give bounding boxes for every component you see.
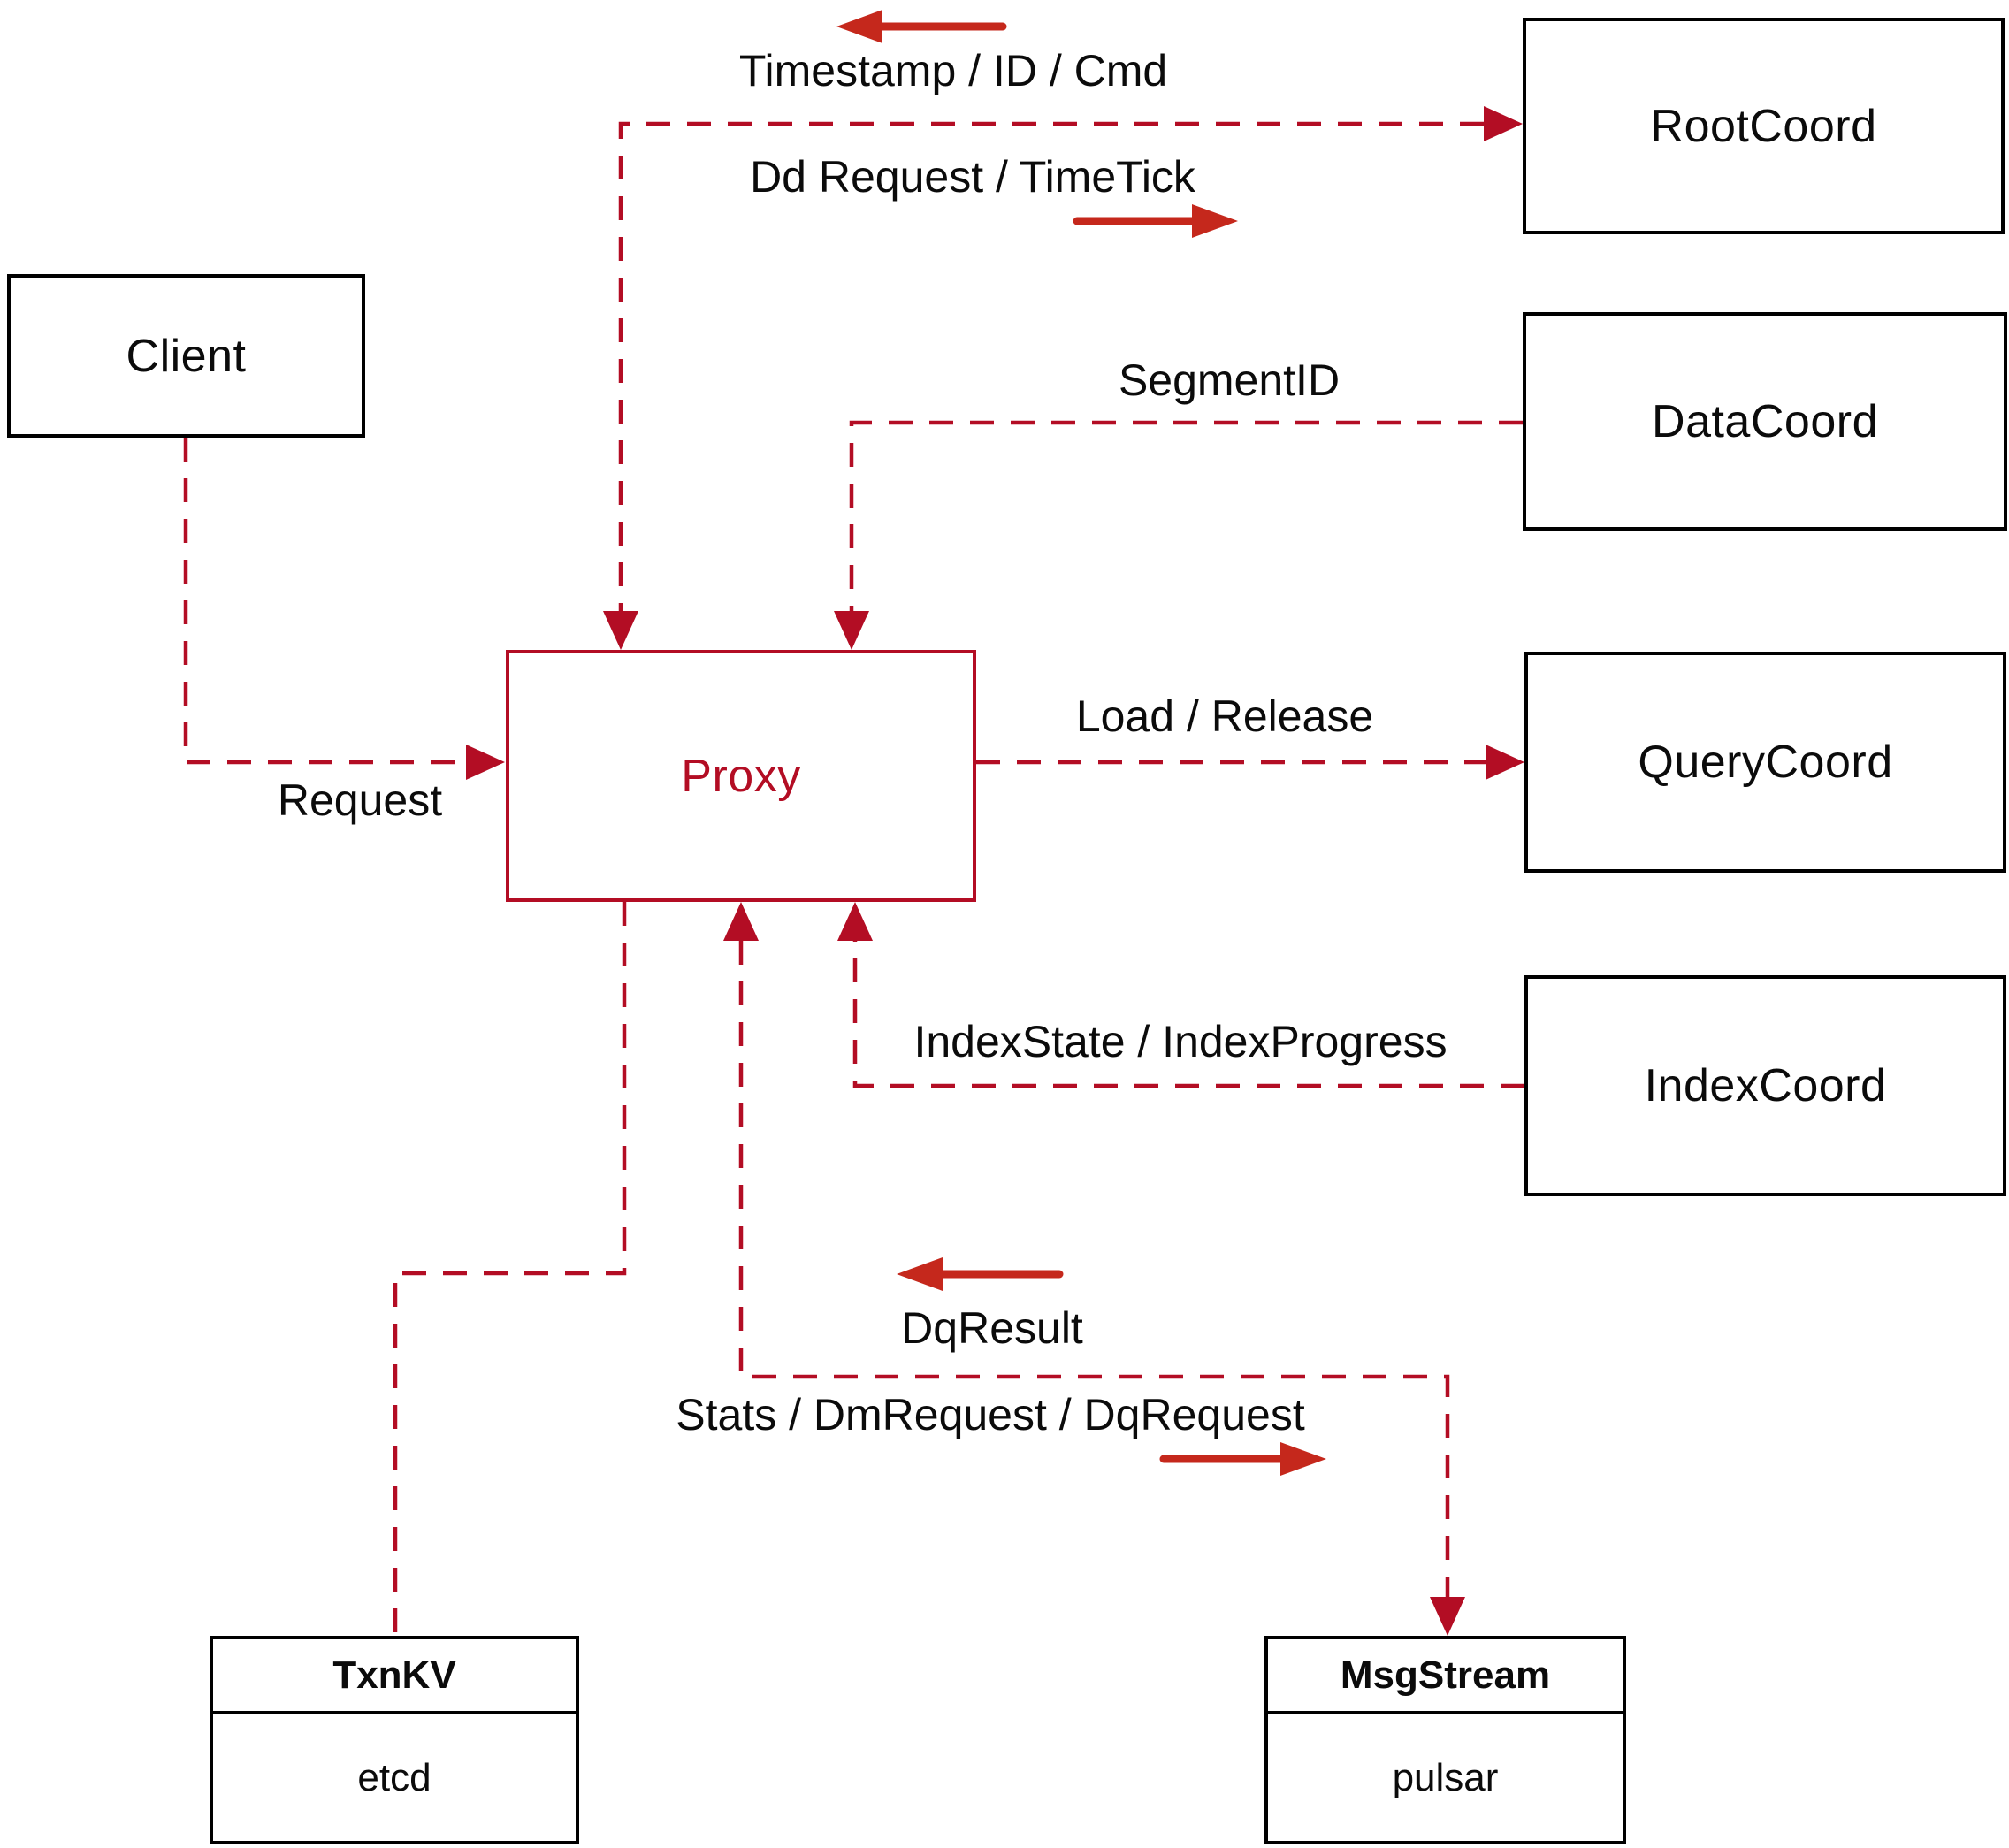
node-client-label: Client <box>126 330 247 382</box>
edge-label-load-release: Load / Release <box>1075 691 1374 741</box>
edge-proxy-to-txnkv <box>393 902 627 1636</box>
arrowhead-into-proxy-bottom-left <box>723 902 759 941</box>
direction-arrow-right-ddrequest-icon <box>1073 204 1238 238</box>
node-datacoord: DataCoord <box>1523 312 2007 531</box>
edge-indexcoord-to-proxy <box>852 941 1524 1088</box>
edge-label-timestamp-id-cmd: Timestamp / ID / Cmd <box>738 46 1168 95</box>
node-datacoord-label: DataCoord <box>1652 395 1878 447</box>
edge-label-index-state-progress: IndexState / IndexProgress <box>913 1017 1448 1066</box>
node-indexcoord: IndexCoord <box>1524 975 2006 1196</box>
node-msgstream-implementation: pulsar <box>1392 1755 1499 1799</box>
node-querycoord: QueryCoord <box>1524 652 2006 873</box>
arrowhead-into-proxy-top-left <box>603 611 638 650</box>
edge-label-dd-request-timetick: Dd Request / TimeTick <box>750 152 1195 202</box>
node-proxy: Proxy <box>506 650 976 902</box>
node-msgstream-title: MsgStream <box>1268 1639 1623 1714</box>
node-msgstream: MsgStream pulsar <box>1264 1636 1626 1844</box>
direction-arrow-left-timestamp-icon <box>836 10 1007 43</box>
edge-client-to-proxy <box>183 438 466 765</box>
arrowhead-into-querycoord <box>1486 745 1524 780</box>
direction-arrow-left-dqresult-icon <box>897 1257 1064 1291</box>
node-proxy-label: Proxy <box>681 750 801 802</box>
direction-arrow-right-stats-icon <box>1159 1442 1326 1476</box>
node-txnkv: TxnKV etcd <box>210 1636 579 1844</box>
edge-datacoord-to-proxy <box>849 420 1523 611</box>
arrowhead-into-rootcoord <box>1484 106 1523 141</box>
node-rootcoord-label: RootCoord <box>1650 100 1877 152</box>
edge-proxy-to-rootcoord <box>618 121 1484 611</box>
arrowhead-into-proxy-left <box>466 745 505 780</box>
node-txnkv-implementation: etcd <box>357 1755 432 1799</box>
edge-proxy-to-msgstream <box>738 941 1450 1597</box>
node-rootcoord: RootCoord <box>1523 18 2005 234</box>
edge-label-stats-dm-dq-request: Stats / DmRequest / DqRequest <box>676 1390 1305 1439</box>
arrowhead-into-proxy-top-right <box>834 611 869 650</box>
node-indexcoord-label: IndexCoord <box>1644 1060 1887 1111</box>
node-client: Client <box>7 274 365 438</box>
edge-label-request: Request <box>277 775 443 825</box>
node-txnkv-title: TxnKV <box>213 1639 576 1714</box>
edge-label-dq-result: DqResult <box>901 1303 1083 1353</box>
edge-label-segment-id: SegmentID <box>1118 355 1341 405</box>
node-querycoord-label: QueryCoord <box>1638 737 1893 788</box>
arrowhead-into-msgstream <box>1430 1597 1465 1636</box>
arrowhead-into-proxy-bottom-right <box>837 902 873 941</box>
